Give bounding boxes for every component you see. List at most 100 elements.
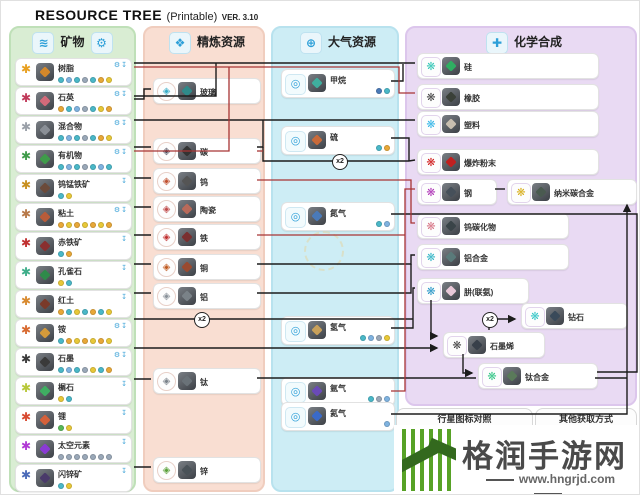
resource-thumbnail	[36, 440, 54, 458]
planet-dot	[66, 251, 72, 257]
resource-thumbnail-gem	[39, 385, 51, 397]
multiplier-badge: x2	[332, 154, 348, 170]
mineral-symbol-icon: ✱	[20, 178, 32, 192]
acquire-method-icons: ↧	[121, 410, 128, 417]
minerals-header-label: 矿物	[60, 35, 85, 50]
refined-name: 玻璃	[200, 88, 216, 97]
planet-dot	[90, 454, 96, 460]
resource-thumbnail	[36, 382, 54, 400]
acquire-method-icons: ⚙↧	[113, 352, 128, 359]
chemistry-symbol-icon: ❋	[421, 57, 441, 77]
planet-dot	[90, 164, 96, 170]
chemistry-column: ✚化学合成 ❋硅❋橡胶❋塑料❋爆炸粉末❋钢❋纳米碳合金❋钨碳化物❋铝合金❋肼(联…	[405, 26, 637, 406]
mineral-symbol-icon: ✱	[20, 381, 32, 395]
chemical-product-row: ❋钨碳化物	[417, 213, 569, 239]
planet-dot	[66, 280, 72, 286]
chemistry-header-label: 化学合成	[513, 35, 562, 50]
refined-resource-row: ◈铜	[153, 254, 261, 280]
planet-dot	[106, 106, 112, 112]
condenser-symbol-icon: ◎	[285, 321, 306, 342]
chemistry-symbol-icon: ❋	[525, 307, 545, 327]
planet-availability-dots	[58, 77, 112, 83]
refined-symbol-icon: ◈	[157, 461, 176, 480]
mineral-name: 树脂	[58, 64, 74, 73]
gas-name: 氢气	[330, 323, 346, 332]
refined-resource-row: ◈钛	[153, 368, 261, 394]
resource-thumbnail-gem	[535, 186, 547, 198]
refined-header: ❖精炼资源	[145, 32, 263, 54]
resource-thumbnail	[308, 382, 326, 400]
refined-symbol-icon: ◈	[157, 258, 176, 277]
mineral-name: 粘土	[58, 209, 74, 218]
gas-resource-row: ◎氮气	[281, 202, 395, 231]
refined-resource-row: ◈钨	[153, 168, 261, 194]
planet-dot	[82, 135, 88, 141]
acquire-method-icons: ⚙↧	[113, 207, 128, 214]
chemical-product-row: ❋硅	[417, 53, 599, 79]
refined-name: 钨	[200, 178, 208, 187]
acquire-method-icons: ↧	[121, 381, 128, 388]
planet-dot	[58, 425, 64, 431]
resource-thumbnail	[36, 150, 54, 168]
resource-thumbnail	[178, 372, 196, 390]
chemical-product-row: ❋纳米碳合金	[507, 179, 637, 205]
planet-dot	[58, 309, 64, 315]
chemical-name: 石墨烯	[490, 342, 514, 351]
planet-dot	[66, 483, 72, 489]
planet-dot	[58, 280, 64, 286]
resource-thumbnail	[546, 307, 564, 325]
mineral-symbol-icon: ✱	[20, 294, 32, 308]
planet-dot	[58, 396, 64, 402]
planet-dot	[82, 309, 88, 315]
resource-thumbnail-gem	[445, 60, 457, 72]
mineral-row: ✱红土↧	[15, 290, 132, 318]
mineral-name: 太空元素	[58, 441, 90, 450]
planet-availability-dots	[58, 454, 112, 460]
planet-availability-dots	[376, 221, 390, 227]
resource-thumbnail	[308, 321, 326, 339]
mineral-name: 锂	[58, 412, 66, 421]
resource-thumbnail	[308, 407, 326, 425]
resource-thumbnail-gem	[311, 77, 323, 89]
chemistry-header: ✚化学合成	[407, 32, 635, 54]
resource-thumbnail-gem	[506, 370, 518, 382]
mineral-name: 孔雀石	[58, 267, 82, 276]
mineral-row: ✱赤铁矿↧	[15, 232, 132, 260]
resource-thumbnail	[36, 324, 54, 342]
condenser-icon: ⊕	[299, 32, 322, 54]
planet-dot	[98, 164, 104, 170]
planet-dot	[376, 396, 382, 402]
refined-name: 锌	[200, 467, 208, 476]
refined-resource-row: ◈锌	[153, 457, 261, 483]
resource-thumbnail	[36, 121, 54, 139]
acquire-method-icons: ↧	[121, 468, 128, 475]
planet-dot	[384, 221, 390, 227]
planet-dot	[66, 338, 72, 344]
site-name: 格润手游网	[462, 439, 627, 474]
planet-dot	[74, 106, 80, 112]
mineral-row: ✱闪锌矿↧	[15, 464, 132, 492]
mineral-symbol-icon: ✱	[20, 91, 32, 105]
planet-dot	[66, 193, 72, 199]
planet-dot	[90, 77, 96, 83]
resource-thumbnail-gem	[39, 443, 51, 455]
faint-stamp-circle	[304, 231, 344, 271]
mineral-symbol-icon: ✱	[20, 410, 32, 424]
refined-resource-row: ◈碳	[153, 138, 261, 164]
planet-dot	[376, 145, 382, 151]
planet-dot	[58, 77, 64, 83]
resource-thumbnail	[442, 115, 460, 133]
planet-dot	[106, 222, 112, 228]
planet-dot	[90, 106, 96, 112]
chemistry-symbol-icon: ❋	[421, 183, 441, 203]
planet-dot	[106, 454, 112, 460]
refined-name: 铁	[200, 234, 208, 243]
chemical-product-row: ❋铝合金	[417, 244, 569, 270]
mineral-name: 榍石	[58, 383, 74, 392]
multiplier-badge: x2	[482, 312, 498, 328]
acquire-method-icons: ⚙↧	[113, 323, 128, 330]
refined-name: 铝	[200, 293, 208, 302]
refined-symbol-icon: ◈	[157, 142, 176, 161]
title-version: VER. 3.10	[221, 13, 259, 22]
chemical-product-row: ❋钛合金	[478, 363, 598, 389]
